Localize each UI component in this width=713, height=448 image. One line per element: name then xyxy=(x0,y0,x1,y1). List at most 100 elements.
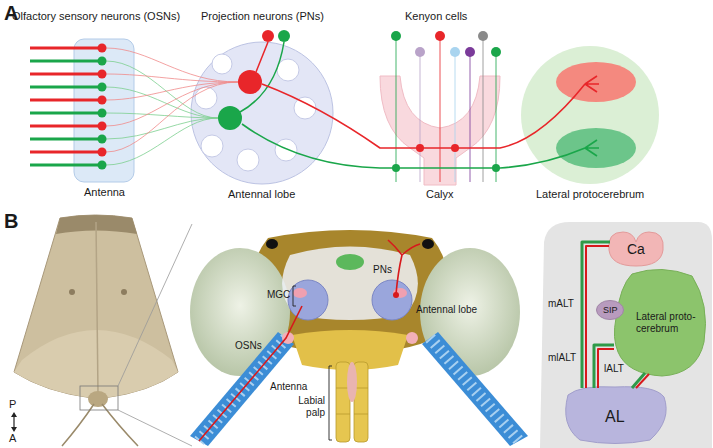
calyx-region: Ca xyxy=(605,228,667,268)
moth-head-illustration xyxy=(393,292,399,298)
projection-neurons xyxy=(262,30,274,42)
moth-head-illustration xyxy=(388,240,420,294)
osn-neurons xyxy=(106,82,238,152)
lateral-protocerebrum-region: Lateral proto-cerebrum xyxy=(612,266,708,378)
osn-neurons xyxy=(30,73,101,76)
node-label: Ca xyxy=(627,241,645,257)
moth-head-illustration xyxy=(347,362,357,402)
moth-head-illustration xyxy=(336,254,364,270)
figure-label: OSNs xyxy=(235,340,262,352)
projection-neurons xyxy=(240,42,284,112)
node-label: Calyx xyxy=(426,188,454,201)
node-label: AL xyxy=(605,408,625,426)
moth-head-illustration xyxy=(199,306,302,441)
kenyon-cells xyxy=(491,47,501,57)
pn-axons xyxy=(262,76,599,148)
moth-photo xyxy=(121,289,127,295)
pn-axons xyxy=(242,76,599,172)
kenyon-cells xyxy=(478,31,488,41)
figure-label: B xyxy=(4,210,18,233)
figure-label: PNs xyxy=(373,264,392,276)
brain-background xyxy=(540,222,712,448)
osn-neurons xyxy=(106,113,218,118)
osn-neurons xyxy=(98,57,107,66)
osn-neurons xyxy=(98,148,107,157)
osn-neurons xyxy=(106,61,218,118)
glomeruli xyxy=(212,54,232,74)
tract-label: mlALT xyxy=(548,352,576,364)
osn-neurons xyxy=(106,82,238,126)
tract-label: mALT xyxy=(548,298,574,310)
kenyon-cells xyxy=(391,31,501,182)
pn-axons xyxy=(492,164,500,172)
projection-neurons xyxy=(256,42,268,72)
pn-axons xyxy=(392,164,400,172)
kenyon-cells xyxy=(450,47,460,57)
kenyon-cells xyxy=(470,52,471,182)
figure-label: Projection neurons (PNs) xyxy=(201,10,324,23)
osn-neurons xyxy=(30,47,101,50)
glomeruli xyxy=(238,70,262,94)
moth-head-illustration xyxy=(393,288,407,298)
node-label: Antenna xyxy=(84,186,125,199)
kenyon-cells xyxy=(435,31,445,41)
figure-label: MGC xyxy=(267,289,290,301)
osn-neurons xyxy=(30,86,101,89)
osn-neurons xyxy=(98,70,107,79)
osn-neurons xyxy=(30,99,101,102)
moth-head-illustration xyxy=(372,280,412,320)
moth-photo xyxy=(69,289,75,295)
figure-label: Olfactory sensory neurons (OSNs) xyxy=(12,10,180,23)
moth-photo xyxy=(118,224,192,386)
node-outline xyxy=(597,301,624,320)
kenyon-cells xyxy=(396,36,397,182)
pn-axons xyxy=(416,144,424,152)
axis-arrow xyxy=(13,415,14,429)
moth-head-illustration xyxy=(406,332,418,344)
moth-photo xyxy=(14,215,178,398)
glomeruli xyxy=(195,87,217,109)
lateral-protocerebrum-targets xyxy=(556,62,636,102)
kenyon-cells xyxy=(496,52,497,182)
moth-photo xyxy=(80,386,118,410)
figure-label: P xyxy=(9,398,16,411)
node-outline xyxy=(566,387,666,444)
tract-layer xyxy=(582,242,649,388)
node-label: Lateral protocerebrum xyxy=(536,188,644,201)
osn-neurons xyxy=(106,74,238,82)
figure-label: Antennal lobe xyxy=(416,304,477,316)
node-outline xyxy=(521,46,659,184)
osn-neurons xyxy=(98,83,107,92)
glomeruli xyxy=(201,135,223,157)
moth-head-illustration xyxy=(266,239,278,249)
kenyon-cells xyxy=(391,31,401,41)
glomeruli xyxy=(218,106,242,130)
kenyon-cells xyxy=(440,36,441,182)
moth-head-illustration xyxy=(288,280,328,320)
moth-head-illustration xyxy=(336,414,350,415)
glomeruli xyxy=(294,97,316,119)
moth-head-illustration xyxy=(293,288,307,298)
figure-label: Kenyon cells xyxy=(405,10,467,23)
osn-neurons xyxy=(98,135,107,144)
kenyon-cells xyxy=(483,36,484,182)
axis-arrow xyxy=(11,412,17,432)
osn-neurons xyxy=(30,151,101,154)
projection-neurons xyxy=(240,30,290,112)
node-label: Lateral proto-cerebrum xyxy=(636,311,704,334)
moth-photo xyxy=(14,330,178,398)
kenyon-cells xyxy=(415,47,425,57)
moth-photo xyxy=(118,410,192,446)
glomeruli xyxy=(237,149,259,171)
kenyon-cells xyxy=(465,47,475,57)
figure-label: Labial palp xyxy=(291,395,325,418)
figure-label: Antenna xyxy=(270,381,307,393)
brain-background xyxy=(540,222,712,448)
tract-line xyxy=(632,373,649,388)
glomeruli xyxy=(275,139,297,161)
moth-photo xyxy=(88,391,108,407)
node-outline xyxy=(614,269,705,376)
pn-axons xyxy=(451,144,459,152)
moth-photo xyxy=(14,215,192,446)
lateral-protocerebrum-targets xyxy=(556,62,636,168)
